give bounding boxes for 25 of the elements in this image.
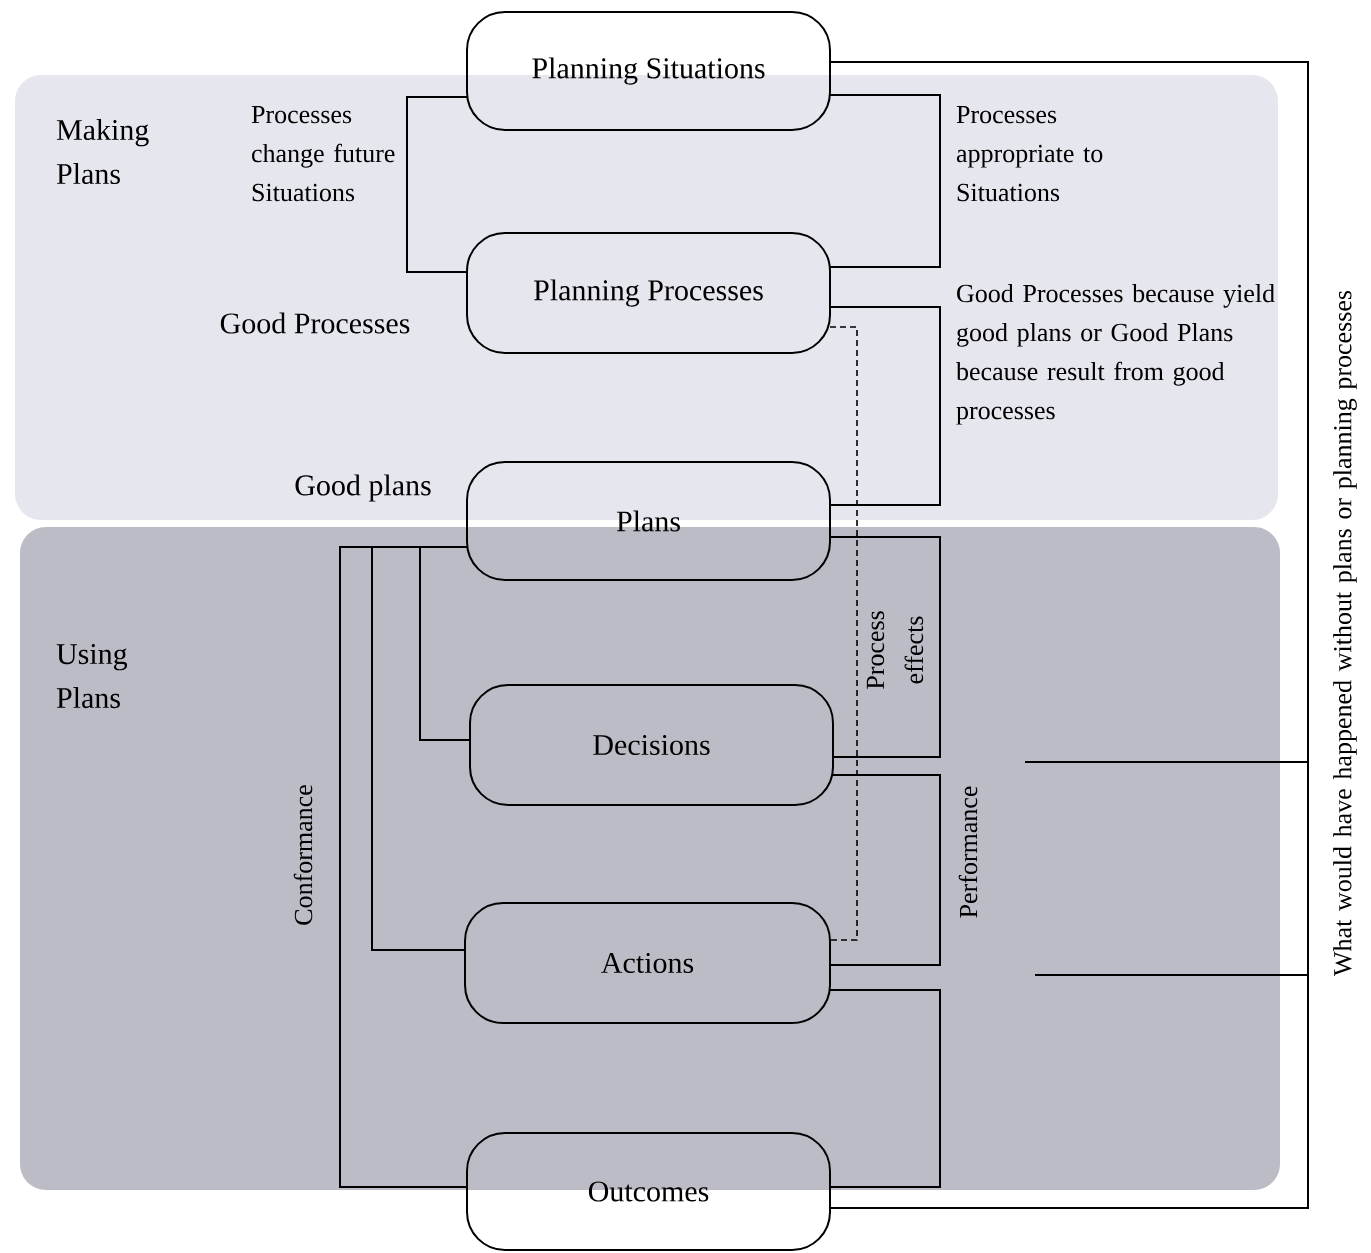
rounded-box: Planning Situations xyxy=(466,11,831,131)
edge-label: Performance xyxy=(958,786,978,918)
connector-line xyxy=(339,546,468,1188)
connector-line xyxy=(829,94,941,268)
rounded-box: Planning Processes xyxy=(466,232,831,354)
rounded-box: Outcomes xyxy=(466,1132,831,1251)
edge-label: Good Processes because yield good plans or Good Plans because result from good processes xyxy=(956,284,1275,425)
connector-line xyxy=(829,989,941,1188)
text-label: Good Processes xyxy=(220,312,410,334)
connector-line xyxy=(829,536,941,758)
connector-line xyxy=(829,306,941,506)
edge-label: Processes change future Situations xyxy=(251,106,395,202)
connector-line xyxy=(406,96,468,273)
rounded-box: Plans xyxy=(466,461,831,581)
connector-line xyxy=(829,326,858,941)
text-label: Good plans xyxy=(295,474,431,502)
rounded-box: Actions xyxy=(464,902,831,1024)
edge-label: Process effects xyxy=(866,611,924,689)
edge-label: Conformance xyxy=(293,785,313,925)
connector-line xyxy=(419,546,471,741)
rounded-box: Decisions xyxy=(469,684,834,806)
connector-line xyxy=(829,61,1309,1209)
edge-label: What would have happened without plans or planning processes xyxy=(1333,290,1357,976)
edge-label: Processes appropriate to Situations xyxy=(956,106,1103,202)
connector-line xyxy=(829,774,941,966)
